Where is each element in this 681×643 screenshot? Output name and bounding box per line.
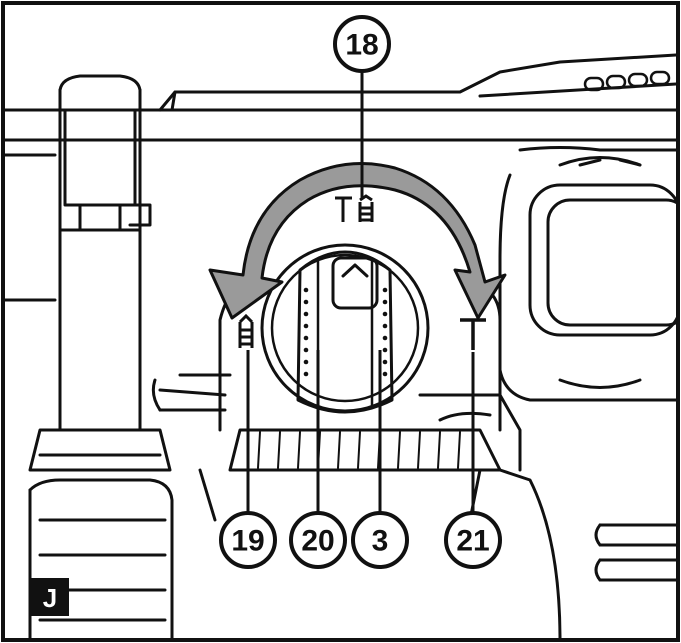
rotation-arrow-icon <box>208 162 507 320</box>
callout-19-label: 19 <box>231 525 264 558</box>
callout-21: 21 <box>444 511 502 569</box>
hammer-drill-mode-icon <box>335 194 374 222</box>
figure-letter: J <box>43 583 57 613</box>
callout-21-label: 21 <box>456 525 489 558</box>
callout-18-label: 18 <box>345 29 378 62</box>
callout-20-label: 20 <box>301 525 334 558</box>
figure-letter-badge: J <box>31 578 69 616</box>
callout-3: 3 <box>351 511 409 569</box>
leader-lines <box>246 72 475 513</box>
drill-mode-icon <box>238 313 254 348</box>
callout-18: 18 <box>333 15 391 73</box>
callout-3-label: 3 <box>372 525 389 558</box>
hammer-only-mode-icon <box>460 318 486 350</box>
callout-20: 20 <box>289 511 347 569</box>
callout-19: 19 <box>219 511 277 569</box>
